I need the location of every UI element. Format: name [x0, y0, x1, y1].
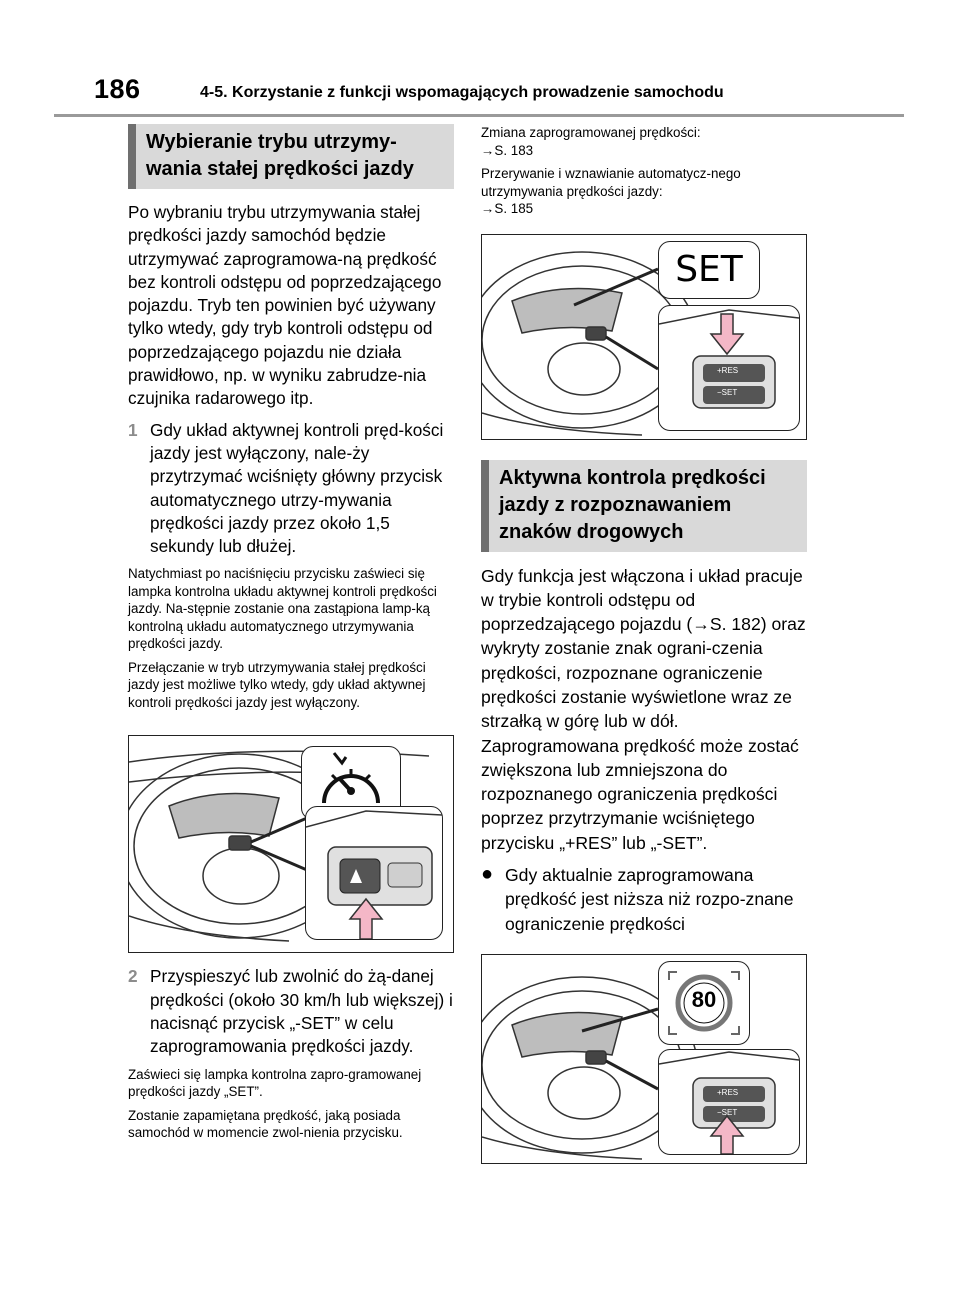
bullet-item: ● Gdy aktualnie zaprogramowana prędkość … [481, 863, 807, 936]
heading-line: wania stałej prędkości jazdy [146, 158, 414, 180]
reference-text: Przerywanie i wznawianie automatycz-nego… [481, 166, 741, 199]
main-switch-illustration [306, 810, 442, 940]
step-1: 1 Gdy układ aktywnej kontroli pręd-kości… [128, 419, 454, 559]
reference-change-speed: Zmiana zaprogramowanej prędkości: →S. 18… [481, 124, 807, 159]
header-divider [54, 114, 904, 117]
bullet-text: Gdy aktualnie zaprogramowana prędkość je… [505, 865, 794, 934]
inset-speed-sign: 80 [658, 960, 750, 1045]
note: Przełączanie w tryb utrzymywania stałej … [128, 659, 426, 710]
steering-wheel-illustration [482, 976, 698, 1160]
reference-cancel-resume: Przerywanie i wznawianie automatycz-nego… [481, 165, 807, 218]
inset-set-label: SET [658, 240, 760, 299]
note: Zostanie zapamiętana prędkość, jaką posi… [128, 1107, 403, 1141]
plus-res-button-label: +RES [717, 365, 739, 375]
step-number: 1 [128, 419, 138, 440]
left-column: Wybieranie trybu utrzymy- wania stałej p… [128, 124, 454, 1148]
set-label: SET [675, 248, 743, 290]
heading-line: Aktywna kontrola prędkości [499, 466, 766, 489]
inset-switch-closeup [305, 806, 443, 941]
heading-line: jazdy z rozpoznawaniem [499, 493, 732, 516]
figure-road-sign: 80 +RES −SET [481, 953, 807, 1164]
inset-switch-closeup: +RES −SET [658, 304, 800, 431]
page-reference-link[interactable]: →S. 185 [481, 201, 534, 216]
note: Zaświeci się lampka kontrolna zapro-gram… [128, 1066, 422, 1100]
minus-set-button-label: −SET [717, 387, 738, 397]
speed-limit-sign-icon [668, 970, 740, 1035]
minus-set-button-label: −SET [717, 1107, 738, 1117]
heading-line: Wybieranie trybu utrzymy- [146, 131, 397, 153]
figure-main-switch [128, 735, 454, 954]
bullet-dot-icon: ● [481, 863, 494, 886]
cruise-control-gauge-icon [322, 752, 380, 804]
page-reference-link[interactable]: →S. 183 [481, 142, 534, 158]
reference-text: Zmiana zaprogramowanej prędkości: [481, 125, 701, 140]
heading-line: znaków drogowych [499, 520, 684, 543]
page-number: 186 [94, 74, 141, 104]
step-text: Przyspieszyć lub zwolnić do żą-danej prę… [150, 966, 453, 1057]
section-heading-road-sign-assist: Aktywna kontrola prędkości jazdy z rozpo… [481, 459, 807, 552]
intro-paragraph: Po wybraniu trybu utrzymywania stałej pr… [128, 202, 442, 409]
chapter-title: 4-5. Korzystanie z funkcji wspomagającyc… [200, 84, 724, 101]
page-header: 186 4-5. Korzystanie z funkcji wspomagaj… [0, 0, 960, 117]
right-column: Zmiana zaprogramowanej prędkości: →S. 18… [481, 124, 807, 1164]
step-2: 2 Przyspieszyć lub zwolnić do żą-danej p… [128, 965, 454, 1058]
set-switch-illustration [659, 308, 799, 409]
figure-set-switch: SET +RES −SET [481, 233, 807, 440]
step-number: 2 [128, 966, 138, 987]
inset-switch-closeup: +RES −SET [658, 1048, 800, 1155]
plus-res-button-label: +RES [717, 1087, 739, 1097]
step-text: Gdy układ aktywnej kontroli pręd-kości j… [150, 419, 444, 557]
note: Natychmiast po naciśnięciu przycisku zaś… [128, 566, 437, 652]
res-switch-illustration [659, 1051, 799, 1154]
section-heading-constant-speed: Wybieranie trybu utrzymy- wania stałej p… [128, 124, 454, 189]
road-sign-paragraph: Gdy funkcja jest włączona i układ pracuj… [481, 565, 806, 853]
speed-limit-value: 80 [691, 986, 717, 1012]
